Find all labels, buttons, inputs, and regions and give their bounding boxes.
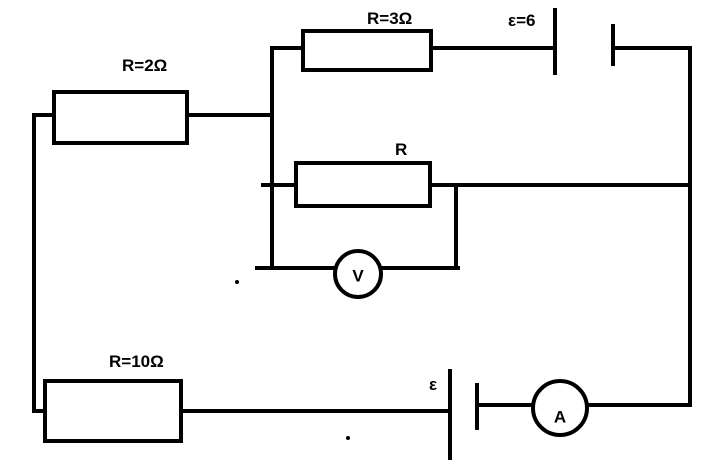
voltmeter-circle xyxy=(333,249,383,299)
ammeter: A xyxy=(531,379,589,437)
resistor-2ohm xyxy=(52,90,189,145)
ammeter-circle xyxy=(531,379,589,437)
battery-top xyxy=(553,8,615,75)
label-resistor-r: R xyxy=(395,140,407,159)
label-resistor-2ohm: R=2Ω xyxy=(122,56,167,75)
ammeter-label: A xyxy=(554,407,566,426)
voltmeter: V xyxy=(333,249,383,299)
label-resistor-10ohm: R=10Ω xyxy=(109,352,164,371)
stray-dot xyxy=(235,280,239,284)
resistor-3ohm xyxy=(301,29,433,72)
label-emf-top: ε=6 xyxy=(508,11,535,30)
label-resistor-3ohm: R=3Ω xyxy=(367,9,412,28)
battery-bottom xyxy=(448,369,479,460)
stray-dot xyxy=(346,436,350,440)
resistor-10ohm xyxy=(43,379,183,443)
label-emf-bottom: ε xyxy=(429,375,437,394)
resistor-r xyxy=(294,161,432,208)
voltmeter-label: V xyxy=(352,266,364,285)
